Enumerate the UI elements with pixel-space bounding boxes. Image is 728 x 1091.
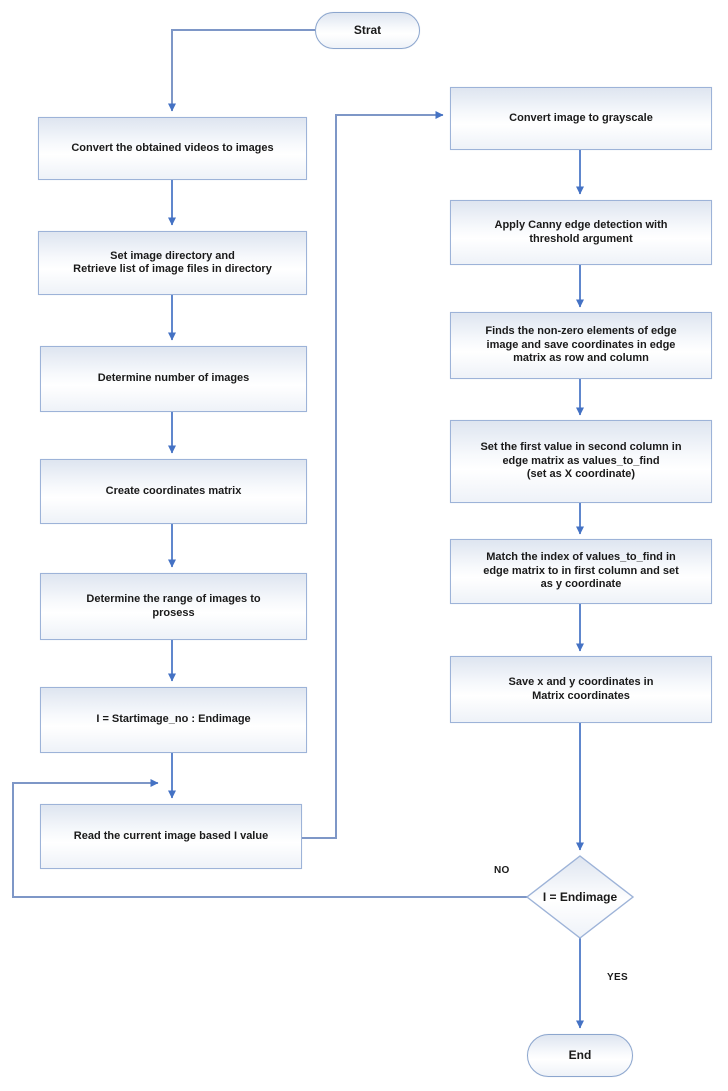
step-label: I = Startimage_no : Endimage bbox=[96, 713, 251, 726]
step-label: Match the index of values_to_find in edg… bbox=[483, 551, 679, 591]
step-label: Set the first value in second column in … bbox=[480, 441, 682, 481]
step-label: Create coordinates matrix bbox=[105, 484, 242, 497]
step-determine-range: Determine the range of images to prosess bbox=[40, 573, 307, 640]
step-label: Convert image to grayscale bbox=[509, 111, 653, 124]
step-label: Determine number of images bbox=[97, 372, 250, 385]
step-label: Convert the obtained videos to images bbox=[71, 141, 274, 154]
step-set-values-to-find: Set the first value in second column in … bbox=[450, 420, 712, 503]
step-label: Set image directory and Retrieve list of… bbox=[73, 249, 272, 276]
step-match-index: Match the index of values_to_find in edg… bbox=[450, 539, 712, 604]
branch-label-yes: YES bbox=[607, 972, 628, 983]
decision-diamond-shape bbox=[525, 855, 635, 939]
start-label: Strat bbox=[353, 22, 382, 37]
step-find-nonzero-elements: Finds the non-zero elements of edge imag… bbox=[450, 312, 712, 379]
step-convert-to-grayscale: Convert image to grayscale bbox=[450, 87, 712, 150]
step-create-coordinates-matrix: Create coordinates matrix bbox=[40, 459, 307, 524]
branch-label-no: NO bbox=[494, 865, 510, 876]
step-apply-canny: Apply Canny edge detection with threshol… bbox=[450, 200, 712, 265]
end-terminator: End bbox=[527, 1034, 633, 1077]
step-set-image-directory: Set image directory and Retrieve list of… bbox=[38, 231, 307, 295]
step-loop-index: I = Startimage_no : Endimage bbox=[40, 687, 307, 753]
step-label: Determine the range of images to prosess bbox=[86, 593, 261, 619]
step-read-current-image: Read the current image based I value bbox=[40, 804, 302, 869]
step-determine-number-of-images: Determine number of images bbox=[40, 346, 307, 412]
step-label: Apply Canny edge detection with threshol… bbox=[494, 219, 668, 245]
step-convert-videos-to-images: Convert the obtained videos to images bbox=[38, 117, 307, 180]
connector-l7-to-r1 bbox=[302, 111, 444, 839]
end-label: End bbox=[568, 1047, 592, 1062]
step-save-xy-coordinates: Save x and y coordinates in Matrix coord… bbox=[450, 656, 712, 723]
connector-decision-no-loopback bbox=[12, 779, 527, 898]
connector-start-to-l1 bbox=[168, 29, 315, 112]
step-label: Finds the non-zero elements of edge imag… bbox=[485, 325, 677, 365]
step-label: Read the current image based I value bbox=[73, 829, 269, 842]
start-terminator: Strat bbox=[315, 12, 420, 49]
step-label: Save x and y coordinates in Matrix coord… bbox=[508, 676, 654, 702]
